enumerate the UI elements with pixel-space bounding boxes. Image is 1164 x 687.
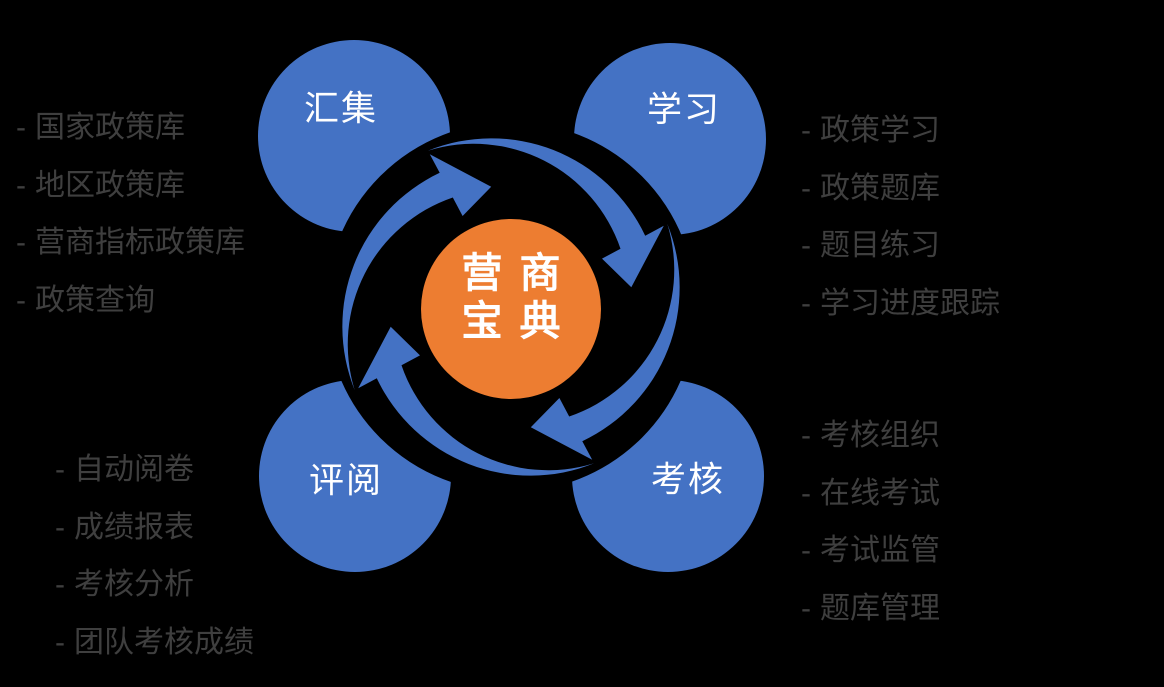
bullet-dash: - [801,591,811,625]
list-item-label: 团队考核成绩 [74,625,254,659]
feature-list-collect: - 国家政策库 - 地区政策库 - 营商指标政策库 - 政策查询 [16,99,245,329]
bullet-dash: - [55,510,65,544]
list-item: - 考核组织 [801,407,940,465]
bullet-dash: - [16,111,26,144]
list-item: - 政策题库 [801,160,1000,218]
list-item-label: 学习进度跟踪 [820,286,1000,320]
list-item-label: 题库管理 [820,591,940,625]
feature-list-study: - 政策学习 - 政策题库 - 题目练习 - 学习进度跟踪 [801,102,1000,332]
bullet-dash: - [801,534,811,567]
list-item-label: 考核组织 [820,419,940,452]
center-title-line1: 营商 [461,250,578,296]
bullet-dash: - [801,419,811,452]
bullet-dash: - [55,453,65,486]
list-item: - 题目练习 [801,217,1000,275]
center-title: 营商 宝典 [445,249,578,345]
list-item-label: 成绩报表 [74,510,194,544]
list-item-label: 政策题库 [820,171,940,205]
list-item: - 营商指标政策库 [16,214,245,272]
bullet-dash: - [16,168,26,202]
feature-list-review: - 自动阅卷 - 成绩报表 - 考核分析 - 团队考核成绩 [55,441,254,671]
node-label-study: 学习 [646,90,722,130]
bullet-dash: - [801,229,811,262]
center-circle [421,219,601,399]
list-item: - 考核分析 [55,556,254,614]
bullet-dash: - [801,286,811,320]
list-item: - 题库管理 [801,580,940,638]
bullet-dash: - [16,226,26,259]
list-item-label: 政策学习 [820,114,940,147]
bullet-dash: - [801,476,811,510]
ring-band [326,122,696,492]
list-item: - 政策查询 [16,272,245,330]
list-item: - 考试监管 [801,522,940,580]
list-item-label: 自动阅卷 [74,453,194,486]
list-item: - 地区政策库 [16,157,245,215]
list-item: - 学习进度跟踪 [801,275,1000,333]
bullet-dash: - [55,625,65,659]
list-item-label: 题目练习 [820,229,940,262]
bullet-dash: - [801,171,811,205]
node-label-collect: 汇集 [303,89,379,129]
list-item: - 成绩报表 [55,499,254,557]
list-item-label: 营商指标政策库 [35,226,245,259]
list-item: - 政策学习 [801,102,1000,160]
list-item-label: 国家政策库 [35,111,185,144]
list-item-label: 考试监管 [820,534,940,567]
list-item-label: 在线考试 [820,476,940,510]
list-item: - 自动阅卷 [55,441,254,499]
feature-list-assess: - 考核组织 - 在线考试 - 考试监管 - 题库管理 [801,407,940,637]
node-label-assess: 考核 [650,460,726,500]
bullet-dash: - [16,283,26,317]
list-item: - 在线考试 [801,465,940,523]
node-label-review: 评阅 [308,461,384,501]
list-item: - 团队考核成绩 [55,614,254,672]
list-item: - 国家政策库 [16,99,245,157]
list-item-label: 政策查询 [35,283,155,317]
center-title-line2: 宝典 [461,298,578,344]
bullet-dash: - [55,568,65,601]
list-item-label: 地区政策库 [35,168,185,202]
bullet-dash: - [801,114,811,147]
list-item-label: 考核分析 [74,568,194,601]
